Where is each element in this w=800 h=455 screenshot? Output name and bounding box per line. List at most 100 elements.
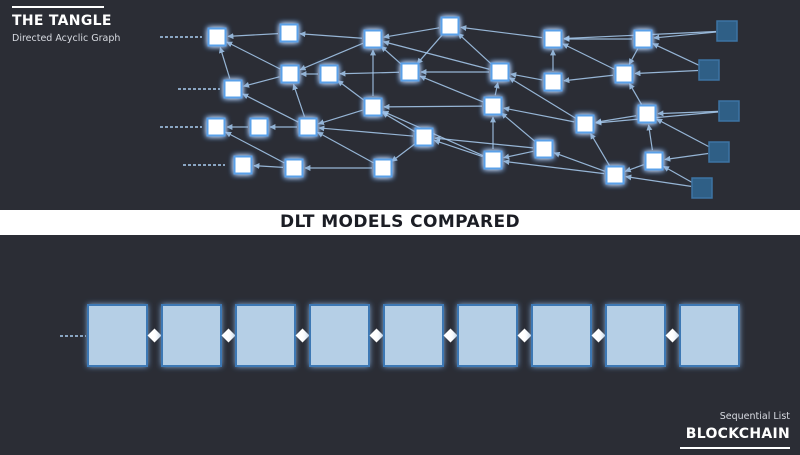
tangle-node bbox=[483, 150, 503, 170]
tangle-edge bbox=[628, 48, 639, 65]
chain-link bbox=[221, 328, 236, 343]
tangle-edge bbox=[563, 74, 614, 84]
tangle-edge bbox=[380, 45, 403, 66]
tangle-node bbox=[279, 23, 299, 43]
tangle-edge bbox=[503, 150, 534, 160]
tangle-tip-node bbox=[691, 177, 713, 199]
blockchain-title-rule bbox=[680, 447, 790, 449]
tangle-edge bbox=[664, 152, 709, 162]
chain-block bbox=[309, 304, 370, 367]
tangle-edge bbox=[317, 109, 363, 126]
tangle-edge bbox=[226, 41, 281, 70]
title-banner: DLT MODELS COMPARED bbox=[0, 210, 800, 235]
tangle-edge bbox=[457, 33, 493, 65]
blockchain-header: Sequential List BLOCKCHAIN bbox=[680, 411, 790, 449]
chain-link bbox=[517, 328, 532, 343]
tangle-edge bbox=[653, 31, 717, 41]
chain-link bbox=[591, 328, 606, 343]
tangle-edge bbox=[318, 125, 414, 137]
tangle-edge bbox=[553, 151, 605, 172]
tangle-header: THE TANGLE Directed Acyclic Graph bbox=[12, 6, 120, 44]
tangle-node bbox=[363, 97, 383, 117]
tangle-node bbox=[490, 62, 510, 82]
chain-link bbox=[369, 328, 384, 343]
tangle-edge bbox=[383, 27, 440, 40]
chain-blocks bbox=[87, 304, 740, 367]
tangle-edge bbox=[624, 164, 644, 173]
chain-block bbox=[87, 304, 148, 367]
tangle-tip-node bbox=[708, 141, 730, 163]
tangle-node bbox=[644, 151, 664, 171]
tangle-node bbox=[233, 155, 253, 175]
tangle-edge bbox=[227, 33, 279, 40]
tangle-edge bbox=[299, 42, 364, 71]
tangle-edge bbox=[628, 83, 643, 105]
blockchain-diagram bbox=[60, 304, 740, 367]
tangle-edge bbox=[419, 75, 484, 103]
tangle-edge bbox=[339, 70, 400, 77]
tangle-tails bbox=[160, 36, 225, 166]
tangle-edge bbox=[595, 115, 637, 125]
banner-title: DLT MODELS COMPARED bbox=[279, 212, 521, 232]
tangle-node bbox=[543, 29, 563, 49]
chain-link bbox=[147, 328, 162, 343]
chain-block bbox=[531, 304, 592, 367]
tangle-node bbox=[363, 29, 383, 49]
tangle-node bbox=[440, 16, 460, 36]
tangle-edge bbox=[433, 139, 483, 158]
tangle-edge bbox=[652, 43, 700, 66]
tangle-edges bbox=[218, 25, 719, 187]
tangle-edge bbox=[225, 131, 285, 164]
tangle-edge bbox=[657, 110, 719, 117]
tangle-edge bbox=[292, 83, 306, 117]
tangle-edge bbox=[500, 112, 536, 143]
tangle-node bbox=[373, 158, 393, 178]
chain-block bbox=[383, 304, 444, 367]
tangle-edge bbox=[663, 165, 693, 184]
blockchain-subtitle: Sequential List bbox=[719, 411, 790, 422]
tangle-title: THE TANGLE bbox=[12, 13, 112, 29]
tangle-subtitle: Directed Acyclic Graph bbox=[12, 33, 121, 44]
tangle-edge bbox=[253, 162, 284, 169]
chain-block bbox=[457, 304, 518, 367]
tangle-node bbox=[223, 79, 243, 99]
tangle-node bbox=[483, 96, 503, 116]
tangle-edge bbox=[383, 40, 490, 70]
tangle-node bbox=[543, 72, 563, 92]
tangle-node bbox=[284, 158, 304, 178]
tangle-edge bbox=[381, 112, 415, 132]
tangle-tip-node bbox=[716, 20, 738, 42]
tangle-edge bbox=[590, 132, 610, 166]
tangle-node bbox=[637, 104, 657, 124]
tangle-edge bbox=[434, 135, 534, 149]
tangle-node bbox=[206, 117, 226, 137]
tangle-edge bbox=[337, 80, 365, 101]
tangle-node bbox=[298, 117, 318, 137]
tangle-edge bbox=[503, 159, 605, 175]
tangle-edge bbox=[317, 131, 374, 164]
chain-link bbox=[295, 328, 310, 343]
tangle-node bbox=[414, 127, 434, 147]
tangle-graph bbox=[160, 16, 740, 199]
tangle-nodes bbox=[206, 16, 740, 199]
tangle-edge bbox=[416, 33, 444, 65]
tangle-edge bbox=[634, 69, 699, 77]
tangle-edge bbox=[562, 43, 615, 70]
tangle-edge bbox=[503, 106, 575, 123]
tangle-node bbox=[207, 27, 227, 47]
tangle-node bbox=[534, 139, 554, 159]
blockchain-title: BLOCKCHAIN bbox=[685, 426, 790, 442]
tangle-edge bbox=[218, 46, 231, 79]
chain-block bbox=[161, 304, 222, 367]
tangle-edge bbox=[493, 82, 500, 96]
tangle-edge bbox=[460, 25, 543, 39]
tangle-title-rule bbox=[12, 6, 104, 8]
tangle-node bbox=[319, 64, 339, 84]
tangle-node bbox=[633, 29, 653, 49]
tangle-node bbox=[575, 114, 595, 134]
tangle-node bbox=[249, 117, 269, 137]
tangle-edge bbox=[383, 103, 483, 110]
tangle-edge bbox=[391, 143, 416, 162]
chain-link bbox=[443, 328, 458, 343]
tangle-edge bbox=[299, 31, 363, 39]
